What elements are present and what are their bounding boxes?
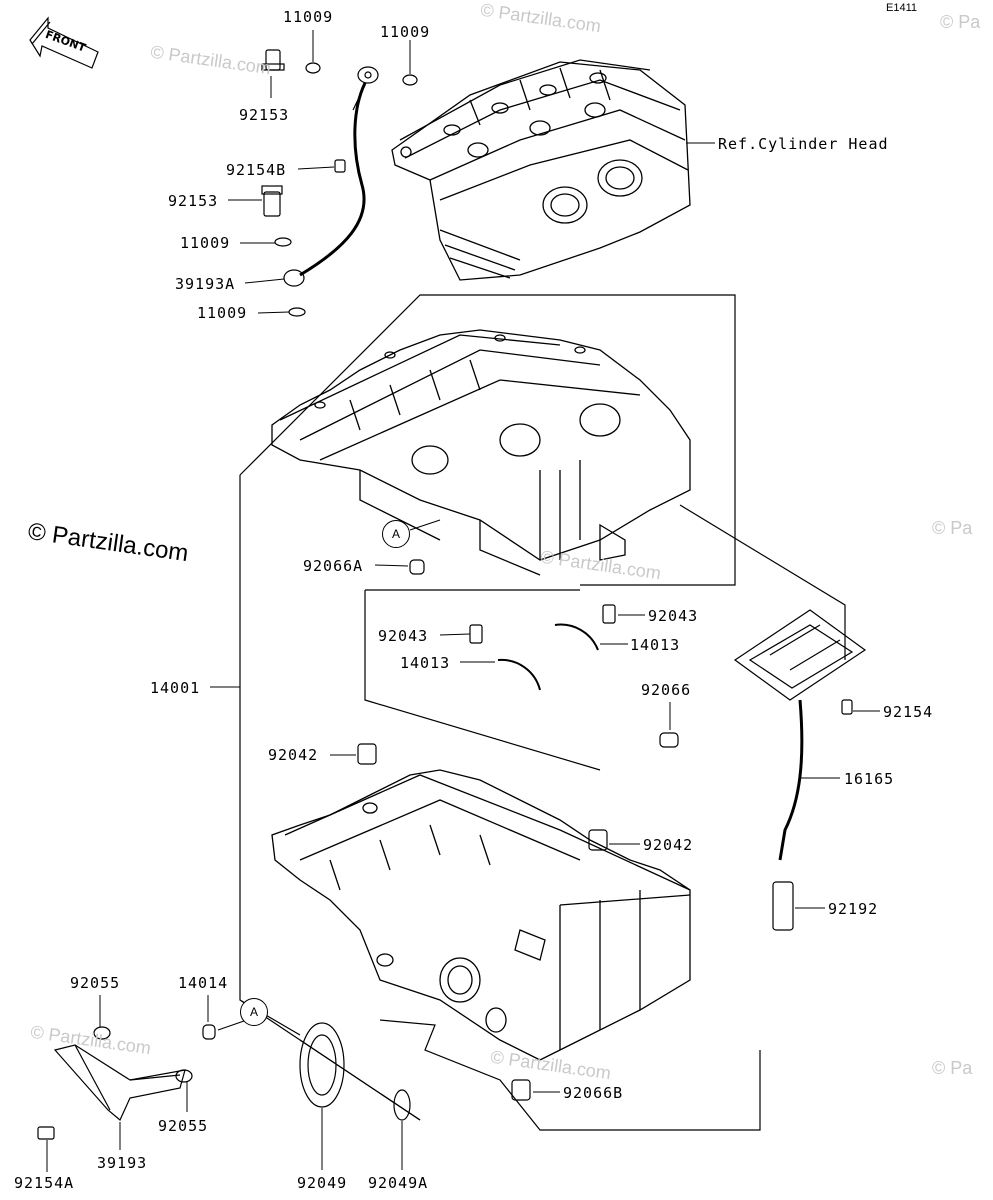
part-label-92153-mid: 92153 (168, 192, 219, 210)
part-label-92055-bot: 92055 (158, 1117, 209, 1135)
part-label-92192: 92192 (828, 900, 879, 918)
part-label-92042-right: 92042 (643, 836, 694, 854)
part-label-11009-mid: 11009 (180, 234, 231, 252)
part-label-14013-left: 14013 (400, 654, 451, 672)
part-label-11009-low: 11009 (197, 304, 248, 322)
part-label-92066A: 92066A (303, 557, 364, 575)
leader-lines (46, 30, 880, 1172)
watermark-bottom-right: © Pa (932, 1058, 973, 1078)
part-label-11009-top-2: 11009 (380, 23, 431, 41)
lower-crankcase-drawing (271, 769, 691, 1061)
upper-crankcase-drawing (271, 329, 691, 576)
ref-marker-a-upper: A (382, 520, 410, 548)
diagram-code: E1411 (886, 2, 917, 14)
part-label-92154B: 92154B (226, 161, 287, 179)
part-label-92043-left: 92043 (378, 627, 429, 645)
cylinder-head-drawing (391, 59, 691, 281)
ref-cylinder-head-label: Ref.Cylinder Head (718, 135, 889, 153)
part-label-92043-right: 92043 (648, 607, 699, 625)
part-label-92049: 92049 (297, 1174, 348, 1192)
part-label-92066B: 92066B (563, 1084, 624, 1102)
part-label-14001: 14001 (150, 679, 201, 697)
part-label-92154: 92154 (883, 703, 934, 721)
part-label-92153-top: 92153 (239, 106, 290, 124)
part-label-11009-top-1: 11009 (283, 8, 334, 26)
part-label-14013-right: 14013 (630, 636, 681, 654)
part-label-92154A: 92154A (14, 1174, 75, 1192)
part-label-39193: 39193 (97, 1154, 148, 1172)
part-label-39193A: 39193A (175, 275, 236, 293)
watermark-top-right: © Pa (940, 12, 981, 32)
part-label-92055-top: 92055 (70, 974, 121, 992)
part-label-92066: 92066 (641, 681, 692, 699)
watermark-mid-right: © Pa (932, 518, 973, 538)
part-label-92042-left: 92042 (268, 746, 319, 764)
front-arrow-icon (29, 16, 99, 69)
oil-pipe-drawing (283, 66, 379, 287)
ref-marker-a-lower: A (240, 998, 268, 1026)
part-label-92049A: 92049A (368, 1174, 429, 1192)
oil-strainer-drawing (733, 609, 867, 931)
part-label-14014: 14014 (178, 974, 229, 992)
part-label-16165: 16165 (844, 770, 895, 788)
